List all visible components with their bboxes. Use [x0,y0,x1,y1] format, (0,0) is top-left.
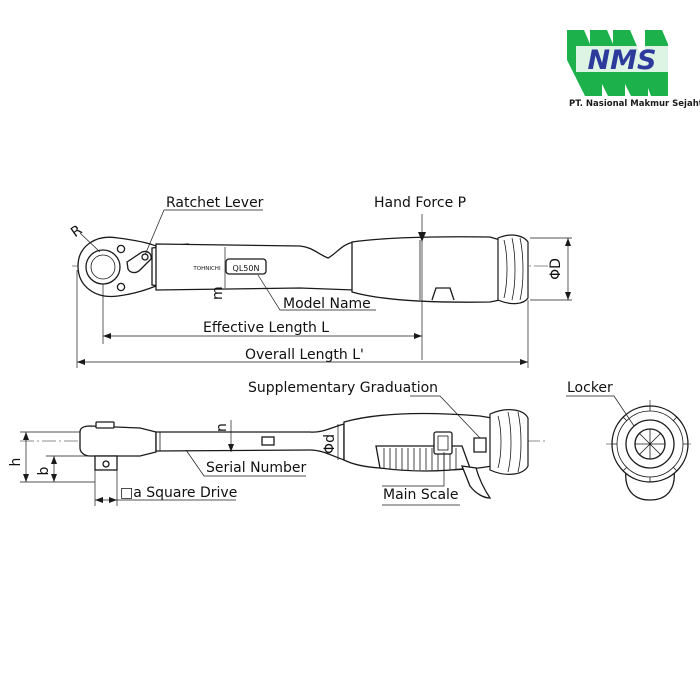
effective-length-label: Effective Length L [203,320,329,336]
handle-lower-tail [460,465,492,499]
main-scale-window [433,431,453,455]
effective-length-arrow-right [414,333,422,339]
model-name-label: Model Name [283,296,371,312]
supplementary-graduation-label: Supplementary Graduation [248,380,438,396]
main-scale-inner [437,435,449,451]
b-label: b [36,466,52,475]
logo-text-band [576,46,672,72]
locker-teeth [612,406,688,482]
grip-diameter-label: ΦD [548,258,564,280]
company-name: PT. Nasional Makmur Sejahtera [569,99,700,109]
radius-label: R [68,222,85,241]
locker-leader [566,395,635,427]
head-screw-bottom [116,282,126,292]
model-name-leader [257,274,376,311]
head-screw-top [116,244,126,254]
side-shaft [155,423,345,461]
top-view-dimensions: Ratchet Lever R Hand Force P ΦD m Model … [68,195,572,368]
main-scale-label: Main Scale [383,487,459,503]
locker-end-view: Locker [566,380,694,501]
n-arrow [228,444,234,452]
grip-diameter-arrow-bottom [565,292,571,300]
knurled-grip-side [489,409,529,475]
handle-notch [431,287,455,301]
overall-length-label: Overall Length L' [245,347,364,363]
h-label: h [8,458,24,467]
ratchet-lever-label: Ratchet Lever [166,195,264,211]
square-drive-arrow-right [109,497,117,503]
knurl-lines-side [497,411,522,473]
square-drive-label: □a Square Drive [120,485,237,501]
ratchet-drive-inner [90,254,116,280]
side-head [79,425,157,457]
lever-pin [141,253,149,261]
nms-logo: NMS PT. Nasional Makmur Sejahtera [567,30,700,109]
radius-leader [79,232,101,253]
square-drive-arrow-left [95,497,103,503]
serial-number-plate [261,436,275,446]
model-name-plate [225,258,267,275]
side-view-dimensions: Supplementary Graduation n Φd h b Serial… [8,380,481,506]
serial-number-label: Serial Number [206,460,307,476]
ratchet-lever-leader [144,209,263,256]
b-arrow-top [51,456,57,464]
serial-number-leader [185,449,306,477]
supplementary-graduation-window [473,437,487,453]
brand-mark-text: TOHNICHI [192,266,221,272]
grip-diameter-arrow-top [565,238,571,246]
wrench-top-view: QL50N TOHNICHI [72,234,548,305]
hand-force-arrowhead [418,232,426,242]
b-arrow-bottom [51,474,57,482]
square-drive-ball [102,460,110,468]
side-head-top-cap [95,421,115,429]
shaft-diameter-label: Φd [322,434,338,454]
h-arrow-bottom [23,474,29,482]
locker-label: Locker [567,380,613,396]
overall-length-arrow-left [77,359,85,365]
overall-length-arrow-right [520,359,528,365]
wrench-handle-top [351,236,501,303]
model-plate-text: QL50N [233,264,260,273]
m-label: m [210,286,226,300]
supplementary-graduation-leader [410,395,481,439]
effective-length-arrow-left [103,333,111,339]
locker-spokes [635,429,665,459]
main-scale-leader [382,452,445,487]
logo-letters: NMS [588,45,657,76]
h-arrow-top [23,432,29,440]
knurl-lines-top [503,237,524,301]
wrench-side-view [20,409,548,499]
hand-force-label: Hand Force P [374,195,466,211]
n-label: n [214,423,230,432]
